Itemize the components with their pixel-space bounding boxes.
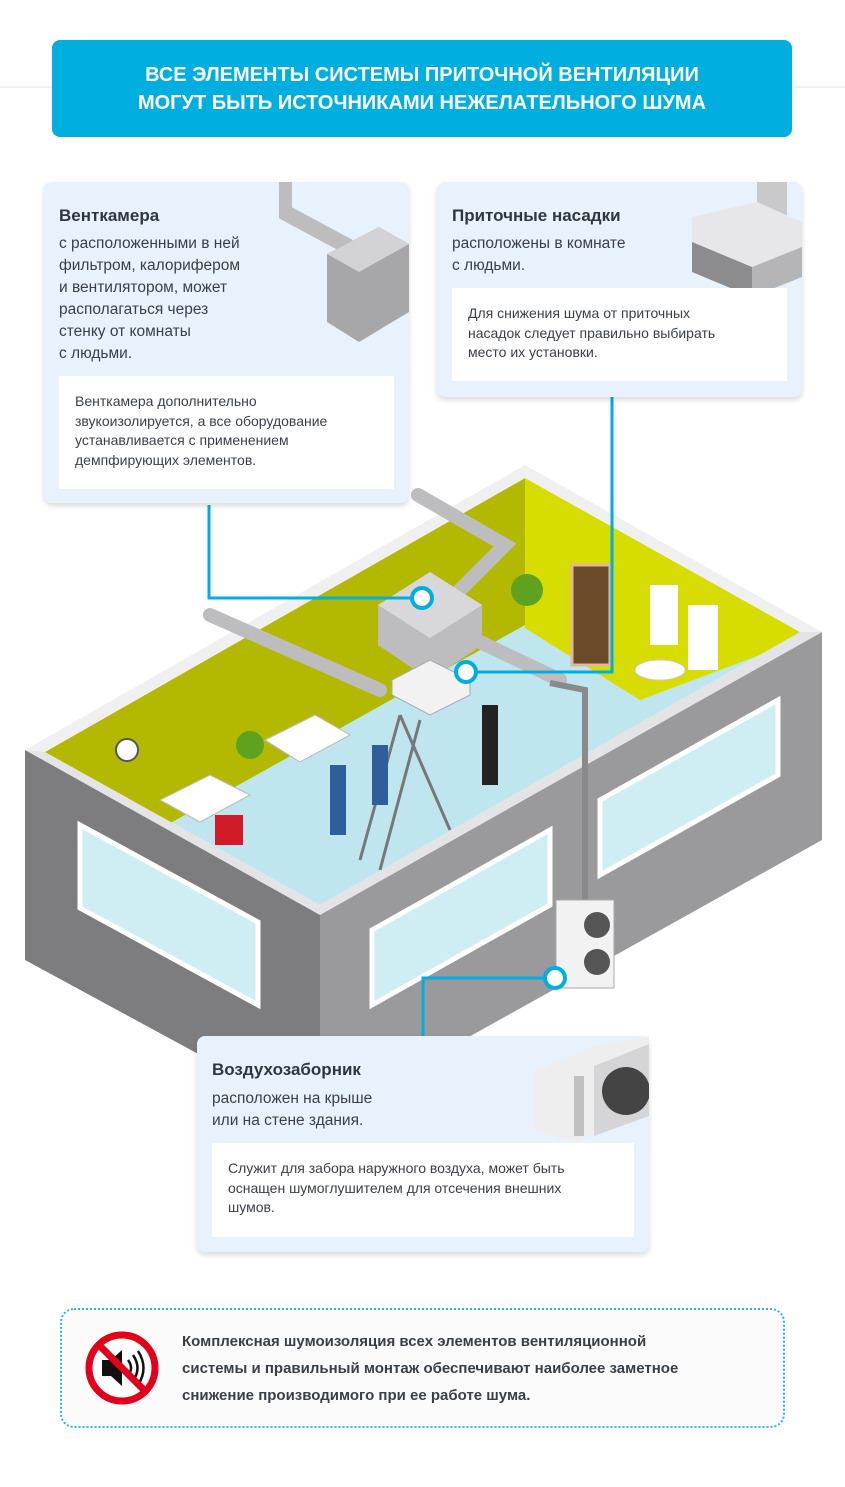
marker-vent-chamber — [410, 586, 434, 610]
poster — [650, 585, 678, 645]
summary-text: Комплексная шумоизоляция всех элементов … — [182, 1333, 679, 1404]
connector-line — [466, 397, 614, 674]
plant — [236, 731, 264, 759]
card-note: Служит для забора наружного воздуха, мож… — [212, 1143, 634, 1237]
vent-chamber-illustration — [279, 182, 409, 342]
connector-line — [207, 505, 422, 600]
table — [634, 659, 686, 681]
card-title: Воздухозаборник — [212, 1060, 361, 1079]
back-wall-left — [45, 478, 525, 840]
page-title: ВСЕ ЭЛЕМЕНТЫ СИСТЕМЫ ПРИТОЧНОЙ ВЕНТИЛЯЦИ… — [52, 40, 792, 137]
manager — [482, 705, 498, 785]
window — [369, 825, 553, 1010]
exhaust-pipe — [549, 680, 588, 900]
clock-icon — [115, 738, 139, 762]
air-intake-illustration — [534, 1036, 649, 1142]
card-title: Приточные насадки — [452, 206, 621, 225]
poster — [688, 605, 718, 670]
connector-line — [421, 976, 555, 1036]
title-line-2: МОГУТ БЫТЬ ИСТОЧНИКАМИ НЕЖЕЛАТЕЛЬНОГО ШУ… — [137, 91, 707, 114]
fan-icon — [584, 949, 610, 975]
title-line-1: ВСЕ ЭЛЕМЕНТЫ СИСТЕМЫ ПРИТОЧНОЙ ВЕНТИЛЯЦИ… — [145, 63, 699, 86]
no-sound-icon — [85, 1331, 159, 1405]
worker — [330, 765, 346, 835]
marker-air-intake — [543, 966, 567, 990]
desk — [263, 714, 352, 763]
desk — [158, 774, 252, 823]
worker — [372, 745, 388, 805]
chair — [215, 815, 243, 845]
plant — [511, 574, 543, 606]
diffuser-illustration — [692, 182, 802, 297]
door — [570, 563, 612, 667]
window — [77, 820, 261, 1010]
window — [597, 695, 781, 880]
supply-diffuser — [391, 659, 471, 716]
card-title: Венткамера — [59, 206, 160, 225]
marker-diffuser — [454, 660, 478, 684]
summary-box: Комплексная шумоизоляция всех элементов … — [60, 1308, 785, 1428]
fan-icon — [584, 912, 610, 938]
